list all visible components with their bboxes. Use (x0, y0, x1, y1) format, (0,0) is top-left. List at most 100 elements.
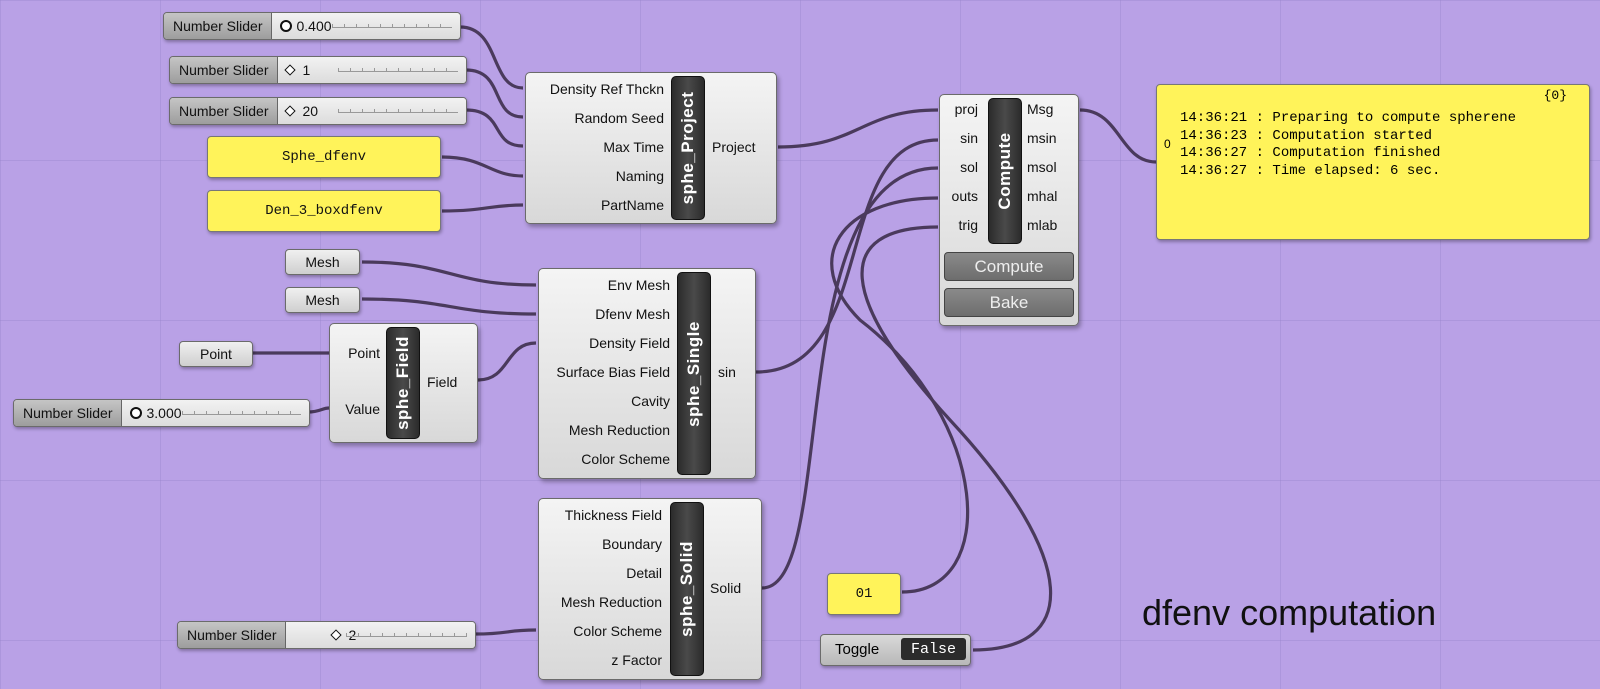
input-thickness-field[interactable]: Thickness Field (564, 507, 662, 523)
param-label: Point (200, 346, 232, 362)
panel-text: Den_3_boxdfenv (265, 203, 383, 219)
component-name: sphe_Solid (677, 541, 696, 637)
canvas-caption: dfenv computation (1142, 592, 1437, 633)
component-title-bar[interactable]: sphe_Field (386, 327, 420, 439)
slider-track[interactable]: 20 (278, 98, 466, 124)
compute-button[interactable]: Compute (944, 252, 1074, 281)
output-mhal[interactable]: mhal (1027, 188, 1058, 204)
output-msol[interactable]: msol (1027, 159, 1057, 175)
wire (441, 155, 524, 178)
number-slider-random-seed[interactable]: Number Slider 1 (169, 56, 467, 84)
mesh-param-dfenv[interactable]: Mesh (285, 287, 360, 313)
sphe-project-component[interactable]: Density Ref Thckn Random Seed Max Time N… (525, 72, 777, 224)
message-output-panel[interactable]: {0} 0 14:36:21 : Preparing to compute sp… (1156, 84, 1590, 240)
slider-label: Number Slider (178, 622, 287, 648)
text-panel-naming[interactable]: Sphe_dfenv (207, 136, 441, 178)
slider-label: Number Slider (170, 98, 279, 124)
input-boundary[interactable]: Boundary (602, 536, 662, 552)
slider-grip-diamond-icon[interactable] (284, 105, 297, 117)
wire (465, 108, 524, 148)
number-slider-max-time[interactable]: Number Slider 20 (169, 97, 467, 125)
input-mesh-reduction[interactable]: Mesh Reduction (568, 422, 670, 438)
message-line: 14:36:27 : Computation finished (1180, 145, 1441, 161)
panel-text: Sphe_dfenv (281, 149, 366, 165)
number-slider-field-value[interactable]: Number Slider 3.000 (13, 399, 310, 427)
point-param[interactable]: Point (179, 341, 253, 367)
compute-component[interactable]: proj sin sol outs trig Compute Msg msin … (939, 94, 1079, 326)
wire (361, 260, 537, 287)
input-color-scheme[interactable]: Color Scheme (581, 451, 670, 467)
input-surface-bias-field[interactable]: Surface Bias Field (556, 364, 670, 380)
slider-value: 2 (348, 627, 357, 643)
slider-track[interactable]: 2 (286, 622, 475, 648)
wire (477, 341, 537, 382)
wire (761, 166, 939, 590)
input-point[interactable]: Point (348, 345, 380, 361)
slider-value: 20 (302, 103, 319, 119)
input-z-factor[interactable]: z Factor (611, 652, 662, 668)
input-detail[interactable]: Detail (626, 565, 662, 581)
boolean-toggle[interactable]: Toggle False (820, 634, 971, 666)
slider-track[interactable]: 0.400 (272, 13, 460, 39)
message-line: 14:36:27 : Time elapsed: 6 sec. (1180, 162, 1441, 179)
input-max-time[interactable]: Max Time (603, 139, 664, 155)
input-color-scheme[interactable]: Color Scheme (573, 623, 662, 639)
input-env-mesh[interactable]: Env Mesh (607, 277, 670, 293)
slider-grip-circle-icon[interactable] (280, 20, 293, 32)
component-inputs: Density Ref Thckn Random Seed Max Time N… (526, 73, 664, 223)
text-panel-01[interactable]: 01 (827, 573, 901, 615)
toggle-value[interactable]: False (901, 638, 966, 660)
mesh-param-env[interactable]: Mesh (285, 249, 360, 275)
bake-button[interactable]: Bake (944, 288, 1074, 317)
input-sin[interactable]: sin (960, 130, 978, 146)
sphe-single-component[interactable]: Env Mesh Dfenv Mesh Density Field Surfac… (538, 268, 756, 479)
wire (777, 108, 939, 149)
message-line: 14:36:23 : Computation started (1180, 127, 1433, 144)
output-sin[interactable]: sin (718, 364, 736, 380)
input-random-seed[interactable]: Random Seed (574, 110, 664, 126)
input-outs[interactable]: outs (951, 188, 978, 204)
number-slider-density[interactable]: Number Slider 0.400 (163, 12, 461, 40)
wire (307, 406, 330, 414)
slider-label: Number Slider (14, 400, 123, 426)
input-proj[interactable]: proj (954, 101, 978, 117)
input-partname[interactable]: PartName (600, 197, 664, 213)
slider-track[interactable]: 1 (278, 57, 466, 83)
component-title-bar[interactable]: sphe_Single (677, 272, 711, 475)
input-trig[interactable]: trig (958, 217, 978, 233)
slider-grip-diamond-icon[interactable] (284, 64, 297, 76)
wire (474, 628, 537, 636)
component-name: sphe_Field (393, 336, 412, 430)
slider-label: Number Slider (170, 57, 279, 83)
input-density-ref-thckn[interactable]: Density Ref Thckn (549, 81, 664, 97)
slider-grip-circle-icon[interactable] (130, 407, 143, 419)
input-mesh-reduction[interactable]: Mesh Reduction (560, 594, 662, 610)
output-solid[interactable]: Solid (710, 580, 742, 596)
output-field[interactable]: Field (427, 374, 458, 390)
input-naming[interactable]: Naming (615, 168, 664, 184)
output-mlab[interactable]: mlab (1027, 217, 1058, 233)
number-slider-color-scheme[interactable]: Number Slider 2 (177, 621, 476, 649)
slider-grip-diamond-icon[interactable] (330, 629, 343, 641)
panel-text: 01 (855, 586, 873, 602)
wire (361, 297, 537, 316)
wire (459, 25, 524, 90)
input-value[interactable]: Value (345, 401, 380, 417)
slider-track[interactable]: 3.000 (122, 400, 309, 426)
component-title-bar[interactable]: Compute (988, 98, 1022, 244)
sphe-field-component[interactable]: Point Value sphe_Field Field (329, 323, 478, 443)
input-density-field[interactable]: Density Field (589, 335, 670, 351)
message-line: 14:36:21 : Preparing to compute spherene (1180, 110, 1517, 126)
output-project[interactable]: Project (712, 139, 756, 155)
sphe-solid-component[interactable]: Thickness Field Boundary Detail Mesh Red… (538, 498, 762, 680)
text-panel-partname[interactable]: Den_3_boxdfenv (207, 190, 441, 232)
input-dfenv-mesh[interactable]: Dfenv Mesh (595, 306, 670, 322)
slider-value: 1 (302, 62, 311, 78)
input-cavity[interactable]: Cavity (631, 393, 670, 409)
output-msg[interactable]: Msg (1027, 101, 1054, 117)
component-title-bar[interactable]: sphe_Project (671, 76, 705, 220)
component-title-bar[interactable]: sphe_Solid (670, 502, 704, 676)
input-sol[interactable]: sol (960, 159, 978, 175)
component-name: sphe_Single (684, 320, 703, 427)
output-msin[interactable]: msin (1027, 130, 1057, 146)
